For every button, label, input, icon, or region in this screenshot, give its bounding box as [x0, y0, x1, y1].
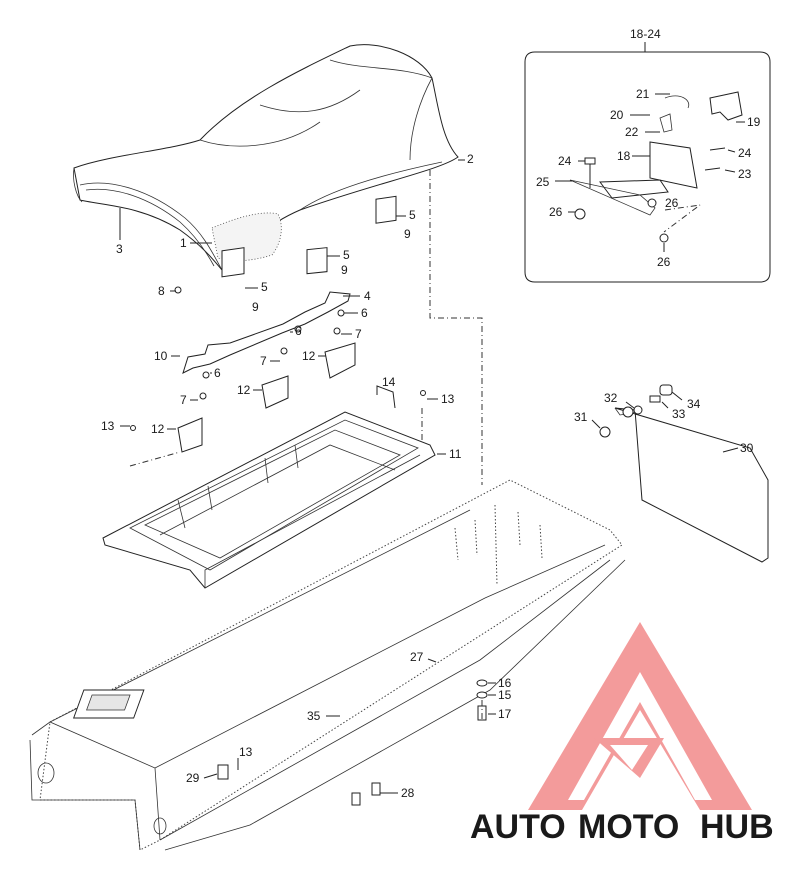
label-16: 16 [498, 676, 512, 690]
label-5c: 5 [409, 208, 416, 222]
fastener-parts [130, 286, 426, 431]
label-18: 18 [617, 149, 631, 163]
label-12a: 12 [151, 422, 165, 436]
seat-part [73, 44, 459, 271]
label-23: 23 [738, 167, 752, 181]
label-3: 3 [116, 242, 123, 256]
watermark-auto: AUTO [470, 808, 566, 846]
label-7b: 7 [260, 354, 267, 368]
label-2: 2 [467, 152, 474, 166]
label-25: 25 [536, 175, 550, 189]
flap-hardware-parts [599, 384, 673, 438]
label-13a: 13 [101, 419, 115, 433]
label-28: 28 [401, 786, 415, 800]
label-22: 22 [625, 125, 639, 139]
label-9a: 9 [252, 300, 259, 314]
label-26a: 26 [549, 205, 563, 219]
label-10: 10 [154, 349, 168, 363]
label-6b: 6 [361, 306, 368, 320]
lower-hardware-parts [217, 679, 488, 806]
label-9b: 9 [341, 263, 348, 277]
inset-box [524, 42, 771, 283]
label-33: 33 [672, 407, 686, 421]
hinge-parts [221, 195, 397, 278]
label-11: 11 [449, 447, 462, 461]
clip-part [376, 385, 396, 409]
label-35: 35 [307, 709, 321, 723]
label-15: 15 [498, 688, 512, 702]
inset-title: 18-24 [630, 27, 661, 41]
label-13c: 13 [239, 745, 253, 759]
label-13b: 13 [441, 392, 455, 406]
label-31: 31 [574, 410, 588, 424]
leader-line [129, 451, 181, 467]
label-7a: 7 [355, 327, 362, 341]
label-6a: 6 [295, 324, 302, 338]
label-12b: 12 [237, 383, 251, 397]
label-26c: 26 [657, 255, 671, 269]
label-5a: 5 [261, 280, 268, 294]
label-9c: 9 [404, 227, 411, 241]
label-1: 1 [180, 236, 187, 250]
label-32: 32 [604, 391, 618, 405]
watermark-text: AUTO MOTO HUB [470, 808, 774, 846]
label-27: 27 [410, 650, 424, 664]
label-4: 4 [364, 289, 371, 303]
label-21: 21 [636, 87, 650, 101]
label-7c: 7 [180, 393, 187, 407]
watermark-logo-icon [528, 622, 752, 810]
leader-line [429, 170, 483, 485]
label-6c: 6 [214, 366, 221, 380]
label-34: 34 [687, 397, 701, 411]
label-24a: 24 [558, 154, 572, 168]
label-30: 30 [740, 441, 754, 455]
label-29: 29 [186, 771, 200, 785]
handle-rod-part [182, 291, 351, 374]
snow-flap-part [614, 406, 769, 563]
label-12c: 12 [302, 349, 316, 363]
label-17: 17 [498, 707, 512, 721]
label-26b: 26 [665, 196, 679, 210]
latch-parts [177, 342, 356, 453]
tunnel-frame-part [29, 479, 626, 851]
callout-labels: 18-24 1 2 3 4 5 5 5 6 6 6 7 7 7 8 9 9 9 … [101, 27, 761, 800]
label-19: 19 [747, 115, 761, 129]
label-14: 14 [382, 375, 396, 389]
watermark-hub: HUB [700, 808, 774, 846]
watermark-moto: MOTO [578, 808, 679, 846]
label-5b: 5 [343, 248, 350, 262]
label-20: 20 [610, 108, 624, 122]
storage-tray-part [102, 411, 436, 589]
label-24b: 24 [738, 146, 752, 160]
label-8: 8 [158, 284, 165, 298]
